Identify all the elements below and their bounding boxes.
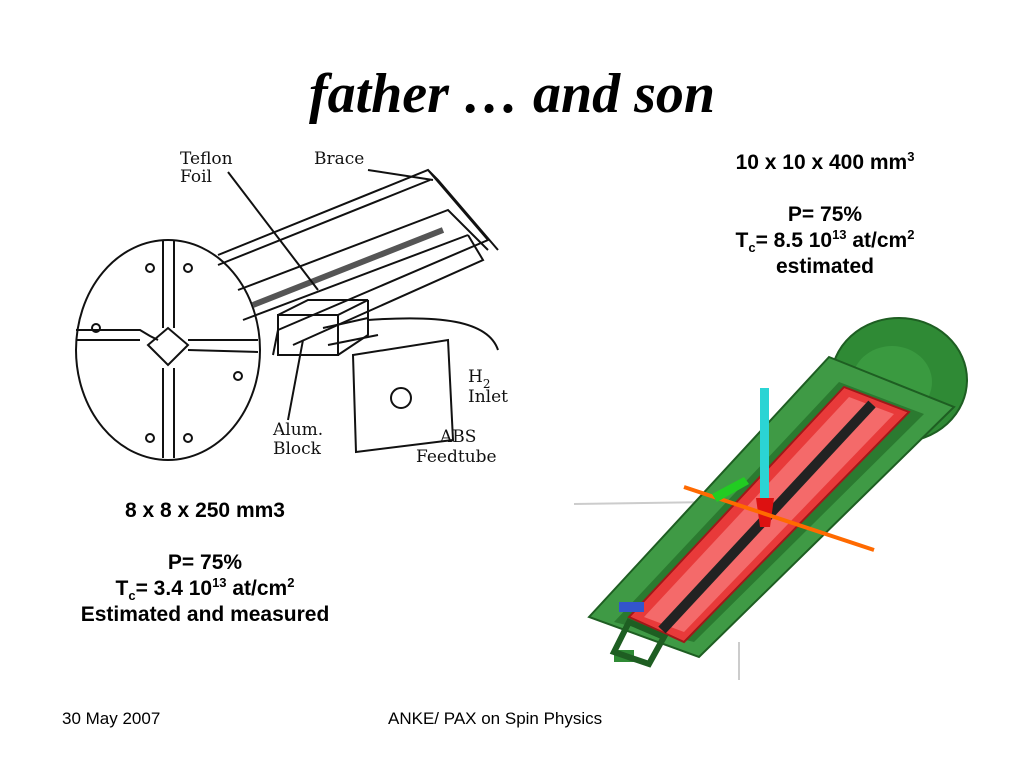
father-polarization: P= 75% <box>167 551 243 574</box>
slide-title: father … and son <box>308 63 716 125</box>
label-teflon: Teflon <box>180 149 233 169</box>
flange-disc <box>75 239 261 461</box>
son-cell-rendering <box>574 317 968 680</box>
son-tc: Tc= 8.5 1013 at/cm2 <box>735 227 915 256</box>
alum-block <box>277 314 339 356</box>
label-alum: Alum. <box>272 420 323 440</box>
cell-body <box>217 168 499 356</box>
son-feed-tube <box>760 388 769 498</box>
son-polarization: P= 75% <box>787 203 863 226</box>
abs-plate <box>351 338 455 454</box>
cross-slots <box>76 240 259 458</box>
father-target-specs: 8 x 8 x 250 mm3 P= 75% Tc= 3.4 1013 at/c… <box>40 498 370 628</box>
label-h2: H2 <box>468 367 490 391</box>
label-feedtube: Feedtube <box>416 447 497 467</box>
son-target-specs: 10 x 10 x 400 mm3 P= 75% Tc= 8.5 1013 at… <box>690 150 960 280</box>
father-dimensions: 8 x 8 x 250 mm3 <box>125 499 285 522</box>
label-inlet: Inlet <box>468 387 508 407</box>
father-cell-drawing: Teflon Foil Brace H2 Inlet Alum. Block A… <box>75 149 508 467</box>
label-foil: Foil <box>180 167 212 187</box>
son-dimensions: 10 x 10 x 400 mm3 <box>735 149 915 174</box>
father-tc: Tc= 3.4 1013 at/cm2 <box>115 575 295 604</box>
footer-title: ANKE/ PAX on Spin Physics <box>388 709 603 728</box>
footer-date: 30 May 2007 <box>62 709 161 728</box>
son-note: estimated <box>775 255 875 278</box>
label-brace: Brace <box>314 149 364 169</box>
label-abs: ABS <box>439 427 476 447</box>
father-note: Estimated and measured <box>80 603 330 626</box>
label-block: Block <box>273 439 322 459</box>
